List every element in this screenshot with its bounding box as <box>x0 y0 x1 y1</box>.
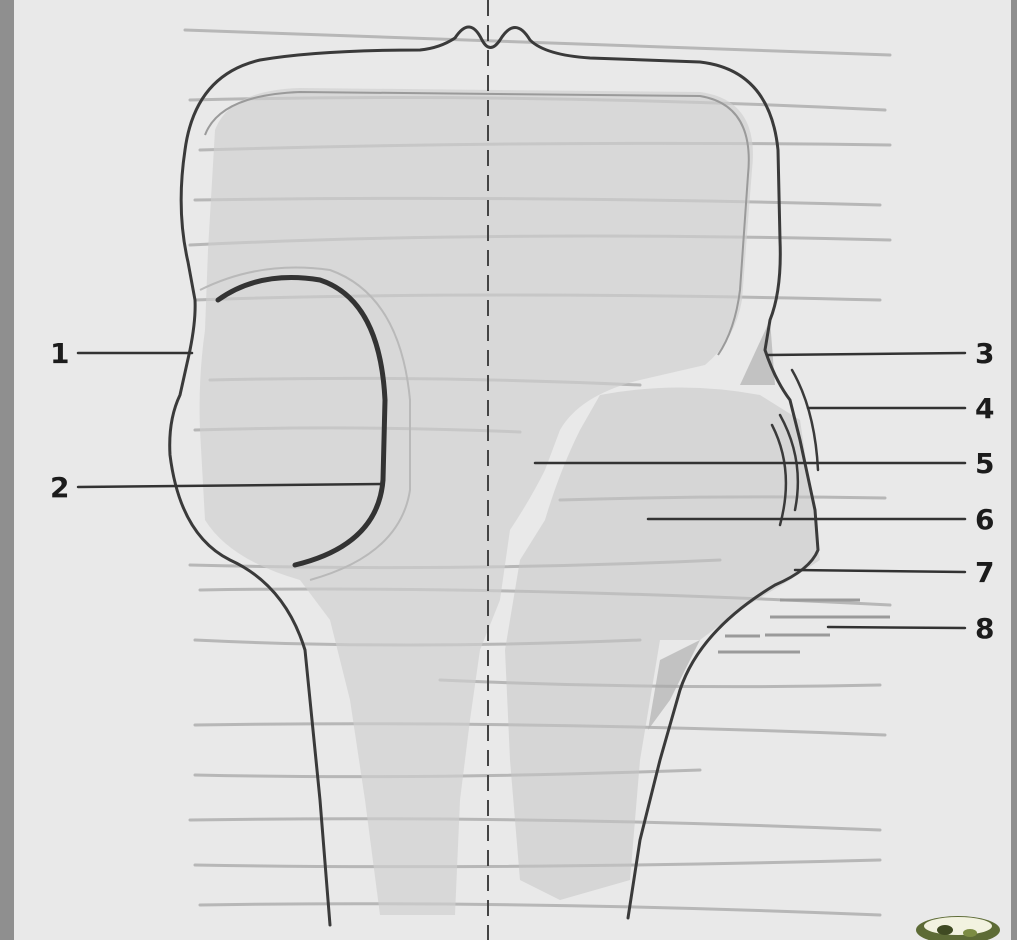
label-2: 2 <box>50 471 69 504</box>
label-4: 4 <box>975 392 994 425</box>
right-border <box>1011 0 1017 940</box>
label-7: 7 <box>975 556 994 589</box>
label-1: 1 <box>50 337 69 370</box>
leader-8 <box>828 627 965 628</box>
label-8: 8 <box>975 612 994 645</box>
label-6: 6 <box>975 503 994 536</box>
left-border <box>0 0 14 940</box>
label-5: 5 <box>975 447 994 480</box>
label-3: 3 <box>975 337 994 370</box>
